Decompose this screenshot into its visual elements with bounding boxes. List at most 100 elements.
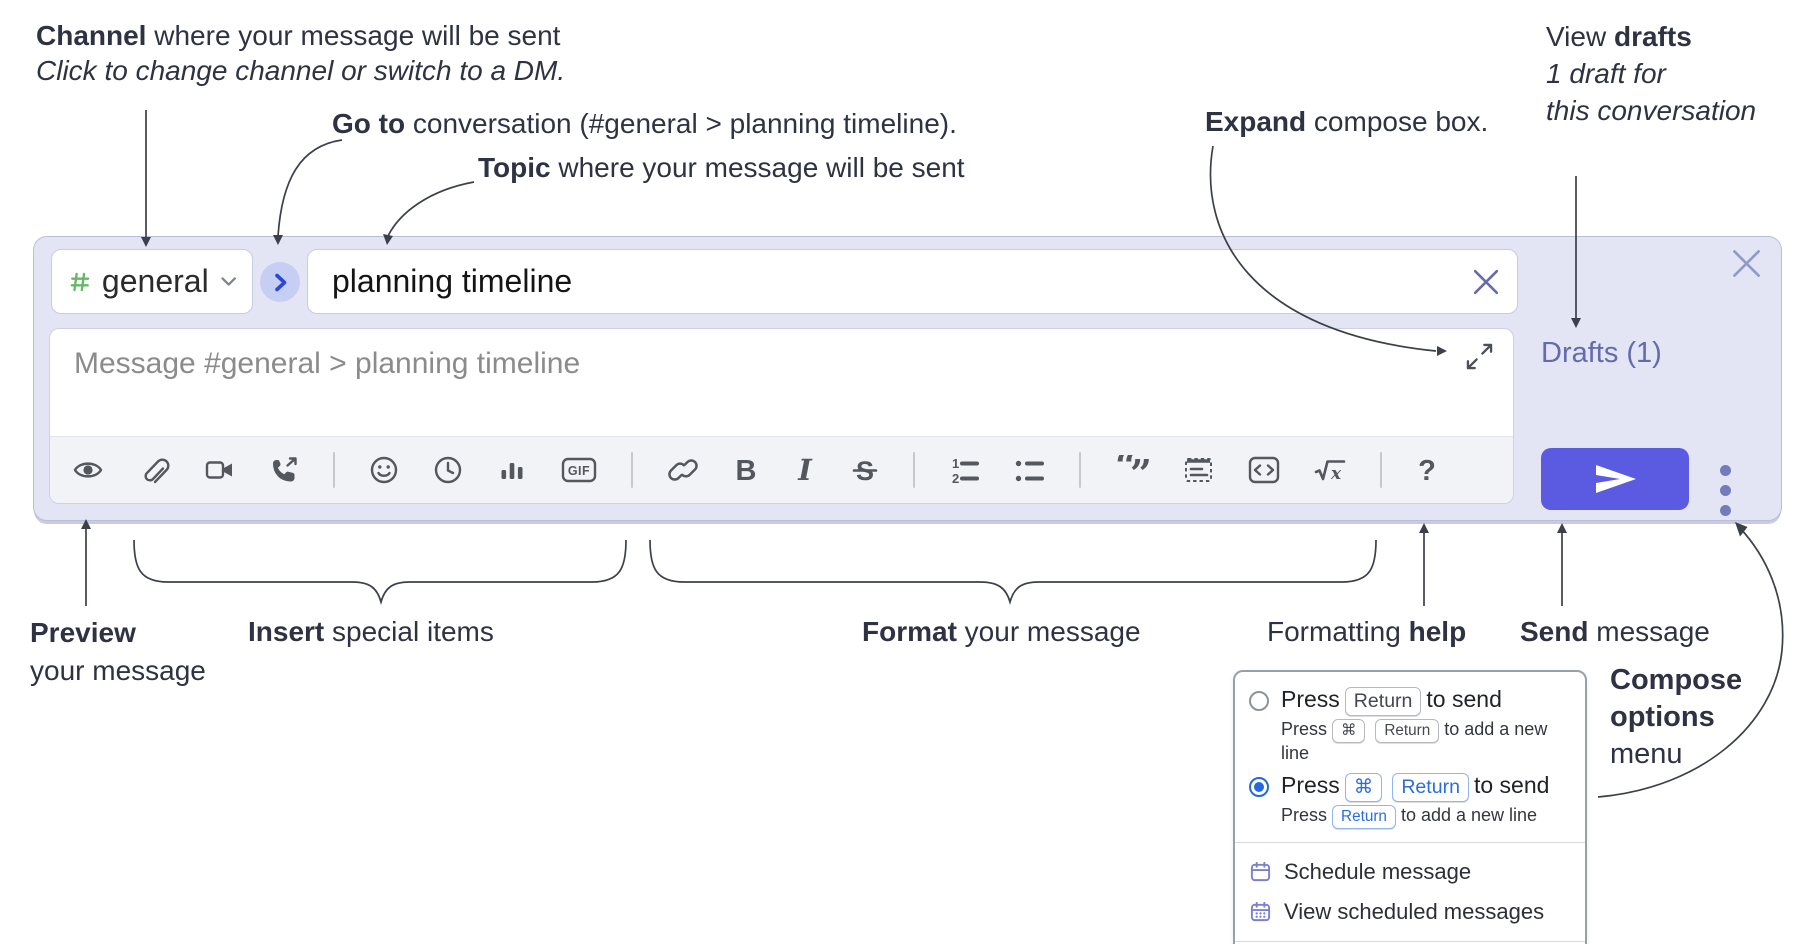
channel-hash-icon xyxy=(70,272,90,291)
smiley-icon xyxy=(370,456,398,484)
channel-selector-label: general xyxy=(101,263,209,299)
annotation-compose-options: Compose options menu xyxy=(1610,662,1742,773)
annotation-expand: Expand compose box. xyxy=(1205,106,1489,137)
schedule-message-item[interactable]: Schedule message xyxy=(1235,852,1585,892)
svg-text:2: 2 xyxy=(952,471,959,485)
topic-input-box xyxy=(307,249,1518,314)
numbered-list-icon: 1 2 xyxy=(952,456,979,485)
calendar-icon xyxy=(1250,861,1271,882)
quote-icon: “ ” xyxy=(1115,455,1149,485)
annotation-format: Format your message xyxy=(862,616,1141,647)
gif-icon: GIF xyxy=(561,457,597,483)
annotation-goto: Go to conversation (#general > planning … xyxy=(332,108,957,139)
link-icon xyxy=(668,459,698,481)
annotation-send: Send message xyxy=(1520,616,1710,647)
annotation-topic: Topic where your message will be sent xyxy=(478,152,965,183)
close-icon xyxy=(1733,250,1760,277)
annotation-view-drafts-line3: this conversation xyxy=(1546,95,1757,126)
bold-button[interactable]: B xyxy=(733,455,759,485)
annotation-insert: Insert special items xyxy=(248,616,494,647)
code-button[interactable] xyxy=(1248,455,1280,485)
radio-selected[interactable] xyxy=(1249,776,1269,797)
link-button[interactable] xyxy=(667,456,699,484)
svg-text:GIF: GIF xyxy=(568,464,590,478)
calendar-grid-icon xyxy=(1250,901,1271,922)
add-gif-button[interactable]: GIF xyxy=(561,456,597,484)
bulleted-list-icon xyxy=(1015,460,1044,482)
bulleted-list-button[interactable] xyxy=(1014,455,1045,485)
annotation-compose-line1: Compose xyxy=(1610,664,1743,696)
clear-topic-button[interactable] xyxy=(1465,269,1517,295)
schedule-message-label: Schedule message xyxy=(1284,858,1472,884)
phone-call-icon xyxy=(273,456,297,481)
add-emoji-button[interactable] xyxy=(369,455,399,485)
annotation-preview-line1: Preview xyxy=(30,617,136,648)
toolbar-divider xyxy=(631,452,633,488)
compose-box: general Message #general > plan xyxy=(33,236,1782,521)
goto-conversation-button[interactable] xyxy=(260,262,300,302)
clock-icon xyxy=(434,456,462,484)
strikethrough-icon: S xyxy=(852,456,878,485)
svg-text:B: B xyxy=(736,455,757,485)
toolbar-divider xyxy=(333,452,335,488)
annotation-channel-line1: Channel where your message will be sent xyxy=(36,20,561,51)
video-camera-icon xyxy=(205,461,232,479)
add-poll-button[interactable] xyxy=(497,456,527,484)
math-button[interactable]: x xyxy=(1314,455,1346,485)
start-voice-call-button[interactable] xyxy=(269,456,299,485)
channel-selector-button[interactable]: general xyxy=(51,249,253,314)
quote-button[interactable]: “ ” xyxy=(1115,455,1149,485)
bold-icon: B xyxy=(736,455,757,485)
add-time-button[interactable] xyxy=(433,455,463,485)
svg-text:I: I xyxy=(797,455,813,485)
annotation-preview: Preview your message xyxy=(30,614,206,690)
code-icon xyxy=(1248,456,1280,484)
message-input[interactable]: Message #general > planning timeline xyxy=(74,347,581,380)
close-compose-button[interactable] xyxy=(1728,245,1765,285)
svg-text:?: ? xyxy=(1418,455,1436,485)
numbered-list-button[interactable]: 1 2 xyxy=(949,455,980,485)
spoiler-button[interactable] xyxy=(1183,455,1214,485)
popup-divider xyxy=(1235,841,1585,843)
start-video-call-button[interactable] xyxy=(204,456,235,484)
eye-icon xyxy=(73,462,103,478)
compose-options-menu-button[interactable] xyxy=(1706,455,1744,525)
paperclip-icon xyxy=(144,458,170,484)
italic-button[interactable]: I xyxy=(793,455,817,485)
annotation-channel-line2: Click to change channel or switch to a D… xyxy=(36,55,566,86)
popup-divider xyxy=(1235,940,1585,942)
formatting-help-button[interactable]: ? xyxy=(1416,455,1438,485)
annotation-view-drafts-line1: View drafts xyxy=(1546,21,1692,52)
drafts-link[interactable]: Drafts (1) xyxy=(1541,337,1662,369)
annotation-view-drafts: View drafts 1 draft for this conversatio… xyxy=(1546,18,1756,129)
preview-button[interactable] xyxy=(72,456,104,484)
expand-icon xyxy=(1466,343,1493,370)
chevron-down-icon xyxy=(221,277,236,286)
math-sqrt-icon: x xyxy=(1314,460,1346,484)
expand-compose-button[interactable] xyxy=(1464,341,1495,375)
svg-text:1: 1 xyxy=(952,456,959,471)
send-button[interactable] xyxy=(1541,448,1689,510)
question-mark-icon: ? xyxy=(1418,455,1436,485)
message-box: Message #general > planning timeline xyxy=(49,328,1514,504)
bar-chart-icon xyxy=(501,463,523,479)
svg-text:x: x xyxy=(1330,464,1342,484)
compose-toolbar: GIF B I xyxy=(50,436,1513,503)
close-icon xyxy=(1473,269,1499,294)
radio-unselected[interactable] xyxy=(1249,691,1269,712)
annotation-compose-line3: menu xyxy=(1610,738,1683,770)
strikethrough-button[interactable]: S xyxy=(851,455,879,485)
attach-file-button[interactable] xyxy=(138,455,170,485)
annotation-view-drafts-line2: 1 draft for xyxy=(1546,58,1666,89)
topic-input[interactable] xyxy=(308,263,1465,300)
view-scheduled-messages-item[interactable]: View scheduled messages xyxy=(1235,892,1585,932)
kebab-dot xyxy=(1719,464,1731,476)
svg-text:”: ” xyxy=(1130,455,1149,485)
